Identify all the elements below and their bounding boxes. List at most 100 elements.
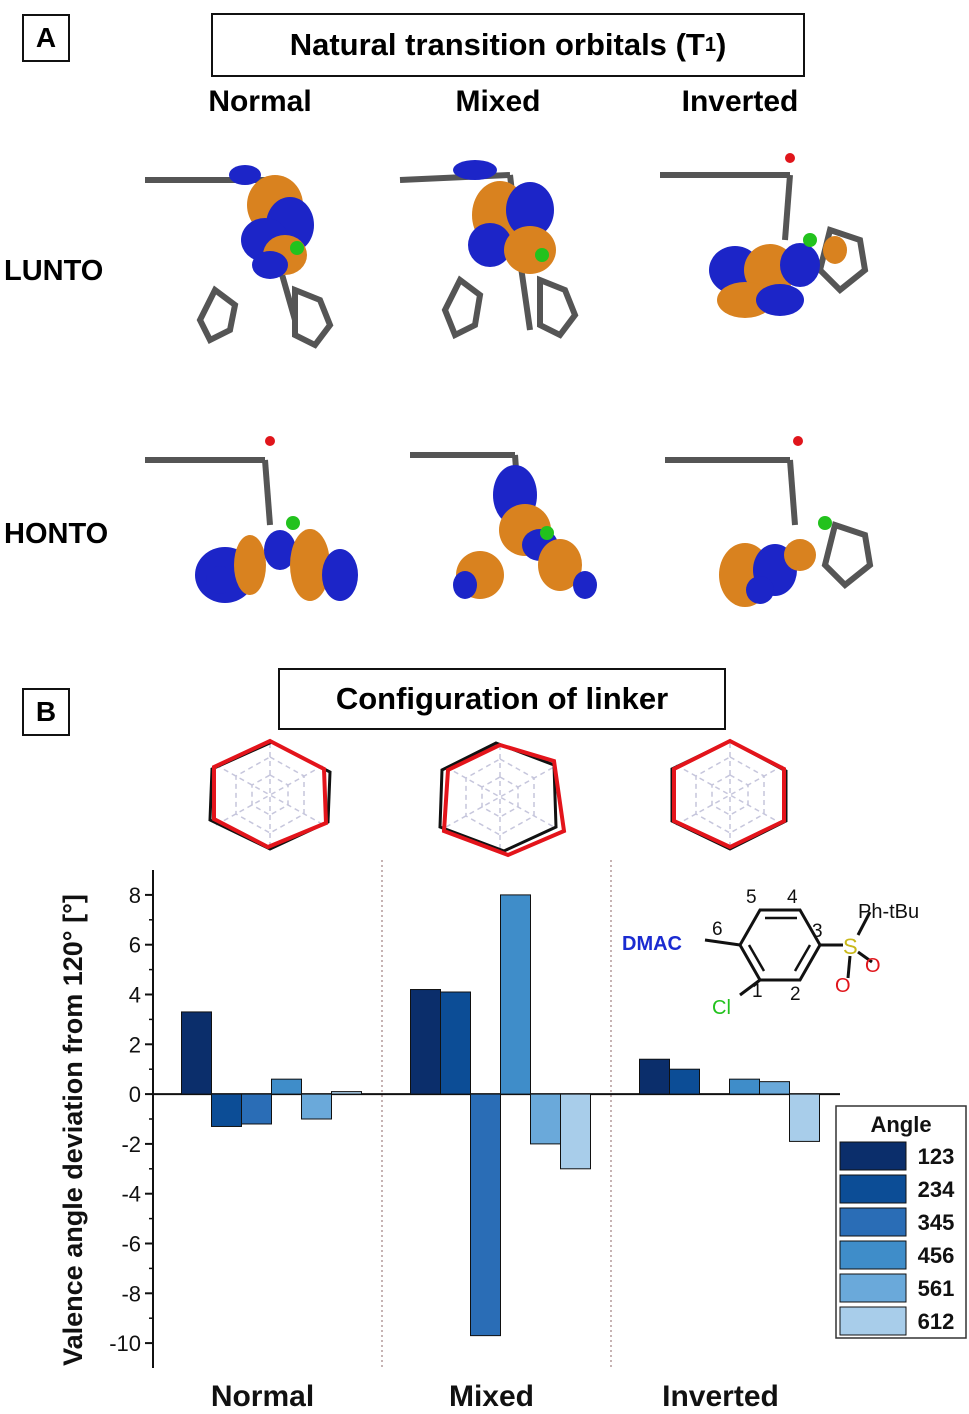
bond [857, 950, 873, 964]
chlorine-atom [818, 516, 832, 530]
y-tick-label: -10 [109, 1331, 141, 1356]
bar-normal-345 [241, 1093, 272, 1125]
hexagon-actual [441, 742, 567, 858]
linker-hexagon-inverted [670, 738, 788, 851]
benzene-ring [738, 908, 822, 982]
legend-swatch-612 [839, 1306, 907, 1336]
bond [704, 938, 741, 947]
y-tick-label: 8 [129, 883, 141, 908]
position-5: 5 [746, 887, 757, 908]
y-tick-label: -8 [121, 1281, 141, 1306]
orbital-image-inverted-lunto [660, 153, 869, 318]
orbital-lobe [252, 251, 288, 279]
orbital-lobe [784, 539, 816, 571]
orbital-lobe [322, 549, 358, 601]
chlorine-atom [803, 233, 817, 247]
orbital-lobe [229, 165, 261, 185]
linker-hexagon-mixed [438, 741, 567, 858]
legend-swatch-345 [839, 1207, 907, 1237]
legend-swatch-561 [839, 1273, 907, 1303]
bar-mixed-612 [560, 1093, 591, 1170]
molecule-skeleton [660, 172, 869, 295]
bar-normal-612 [331, 1091, 362, 1095]
oxygen-atom [793, 436, 803, 446]
bar-mixed-456 [500, 894, 531, 1095]
oxygen-label-bottom: O [835, 975, 851, 997]
hexagon-actual [672, 738, 786, 850]
position-3: 3 [812, 921, 823, 942]
orbital-lobe [823, 236, 847, 264]
bar-mixed-345 [470, 1093, 501, 1337]
row-label-honto: HONTO [4, 518, 109, 550]
orbital-lobe [468, 223, 512, 267]
y-axis-label: Valence angle deviation from 120° [°] [58, 894, 88, 1366]
bar-inverted-123 [639, 1058, 670, 1095]
legend-swatch-456 [839, 1240, 907, 1270]
linker-structure: DMAC Cl S O O Ph-tBu 1 2 3 4 5 6 [622, 887, 919, 1019]
orbital-lobe [453, 160, 497, 180]
column-label-normal: Normal [208, 85, 312, 118]
orbital-lobe [746, 576, 774, 604]
bond [739, 978, 761, 997]
oxygen-label-right: O [865, 955, 881, 977]
ring-inner-bond [747, 944, 766, 972]
legend-label-123: 123 [918, 1144, 955, 1169]
hexagon-grid [445, 745, 555, 849]
position-1: 1 [752, 981, 763, 1002]
panel-b-title: Configuration of linker [278, 668, 726, 730]
hexagon-grid [675, 743, 785, 847]
orbital-lobe [756, 284, 804, 316]
orbital-lobe [504, 226, 556, 274]
y-tick-label: 0 [129, 1082, 141, 1107]
y-tick-label: 2 [129, 1032, 141, 1057]
dmac-label: DMAC [622, 933, 682, 955]
bar-mixed-561 [530, 1093, 561, 1145]
orbital-lobe [453, 571, 477, 599]
y-tick-label: 6 [129, 933, 141, 958]
bar-normal-456 [271, 1078, 302, 1095]
bar-inverted-234 [669, 1068, 700, 1095]
bond [856, 911, 872, 936]
panel-a-title-text: Natural transition orbitals [289, 27, 667, 62]
bar-normal-561 [301, 1093, 332, 1120]
chlorine-atom [290, 241, 304, 255]
legend-swatch-234 [839, 1174, 907, 1204]
bar-mixed-234 [440, 991, 471, 1095]
y-tick-label: -2 [121, 1132, 141, 1157]
orbital-lobe [264, 530, 296, 570]
orbital-lobe [573, 571, 597, 599]
orbital-lobe [234, 535, 266, 595]
bar-normal-123 [181, 1011, 212, 1095]
panel-a-title-subscript: 1 [704, 33, 716, 56]
position-4: 4 [787, 887, 798, 908]
x-category-label: Inverted [662, 1380, 779, 1413]
orbital-lobe [290, 529, 330, 601]
orbital-lobe [538, 539, 582, 591]
chlorine-atom [286, 516, 300, 530]
ring-inner-bond [793, 944, 812, 972]
ph-tbu-label: Ph-tBu [858, 901, 919, 923]
orbital-lobe [780, 243, 820, 287]
legend-label-345: 345 [918, 1210, 955, 1235]
x-category-label: Normal [211, 1380, 314, 1413]
hexagon-actual [212, 738, 329, 850]
oxygen-atom [265, 436, 275, 446]
bar-inverted-612 [789, 1093, 820, 1142]
column-label-inverted: Inverted [681, 85, 799, 118]
position-2: 2 [790, 984, 801, 1005]
column-label-mixed: Mixed [455, 85, 541, 118]
panel-a-title-paren-close: ) [715, 27, 727, 62]
orbital-lobe [717, 282, 773, 318]
legend-label-612: 612 [918, 1309, 955, 1334]
orbital-lobe [506, 182, 554, 238]
y-tick-label: 4 [129, 983, 141, 1008]
legend-label-561: 561 [918, 1276, 955, 1301]
y-tick-label: -6 [121, 1232, 141, 1257]
sulfur-label: S [843, 934, 858, 959]
panel-b-label: B [22, 688, 70, 736]
bar-inverted-456 [729, 1078, 760, 1095]
